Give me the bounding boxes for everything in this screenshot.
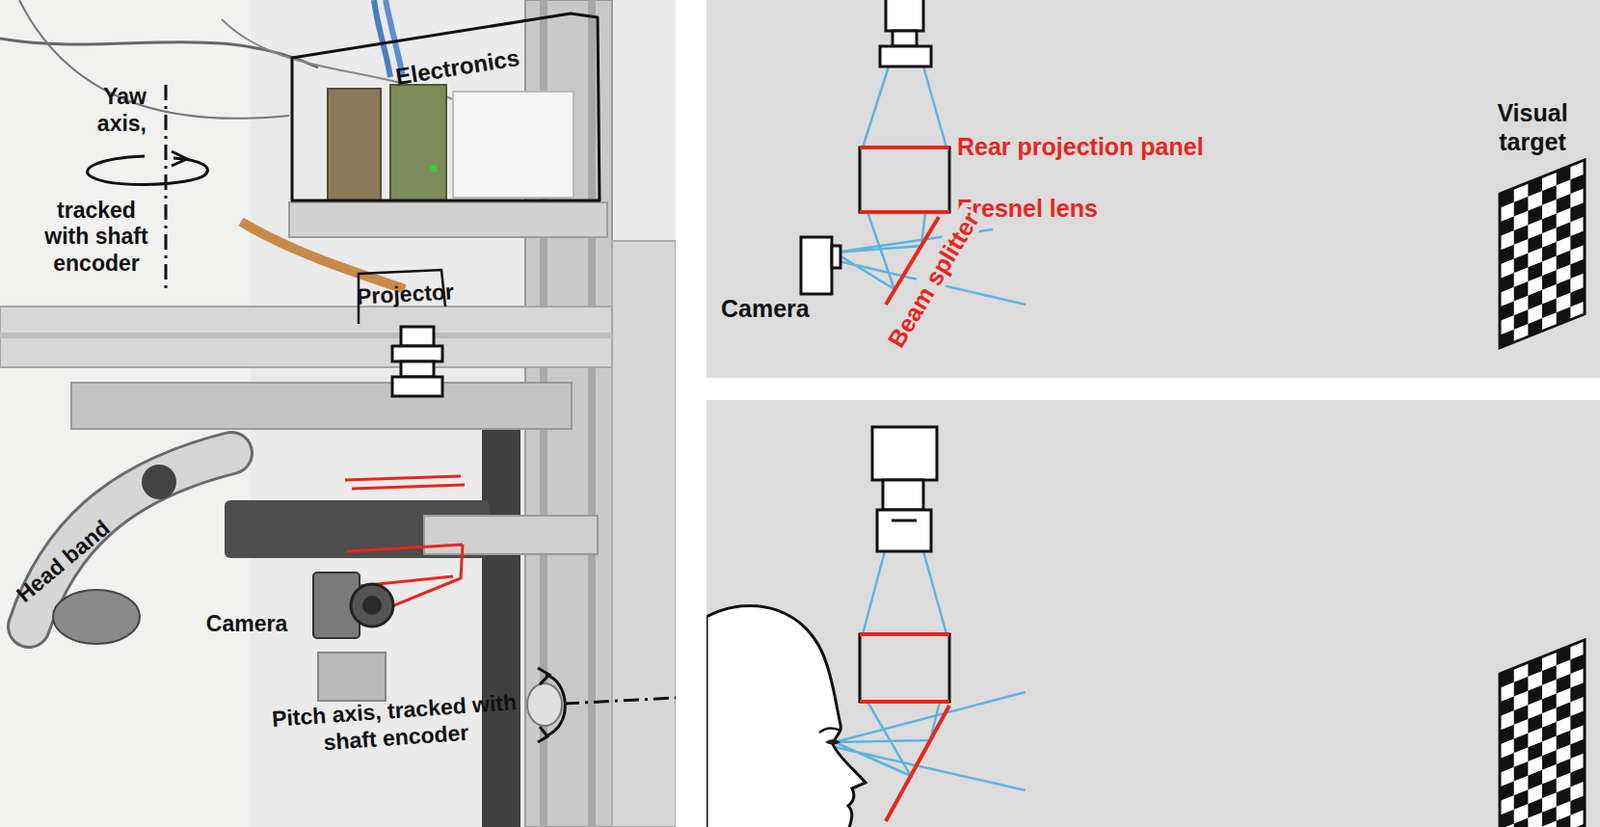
camera-lens [350,584,394,627]
part-label: tracked with shaft encoder [36,197,158,278]
optics-housing [859,634,950,702]
wire [19,0,290,119]
part-label: Camera [206,611,288,639]
projector-icon [892,30,917,47]
projector-icon [400,361,434,377]
eyebrow [819,727,841,733]
part-label: Rear projection panel [957,132,1204,161]
part-label: Visual target [1478,98,1587,157]
knob [141,464,177,500]
pitch-axis [563,697,676,704]
part-label: Camera [720,293,810,323]
head-pad [53,589,140,644]
camera-lens [362,595,382,615]
rear-projection-panel [859,632,950,637]
fresnel-lens [859,699,950,704]
visual-target [1499,640,1585,827]
arrow-head [537,667,550,743]
projector-icon [392,346,443,362]
aluminum-shelf [289,202,608,238]
arrow-head [171,151,187,166]
panel-background [706,0,1600,378]
part-label: Head band [11,515,116,610]
circuit-board [327,88,381,203]
projector-icon [392,376,443,397]
circuit-board [390,84,447,203]
aluminum-extrusion [612,240,676,827]
light-ray [834,551,1026,791]
camera-icon [831,245,841,268]
box-outline [289,7,603,206]
projector-icon [880,46,932,67]
projector-icon [877,509,932,552]
part-label: Yaw axis, [69,83,147,137]
visual-target [1499,160,1585,348]
beam-slot [0,332,613,339]
dark-extrusion [481,414,521,827]
camera-mount [318,652,386,701]
rear-projection-panel [859,145,950,150]
photo-background [0,0,676,827]
camera-panel [706,0,1600,378]
part-label: Pitch axis, tracked with shaft encoder [263,689,527,761]
projector-icon [400,326,434,347]
box-outline [292,13,600,201]
aluminum-beam [71,382,572,429]
enclosure [453,91,574,198]
rotation-arrow [545,674,565,737]
aluminum-beam [0,306,613,368]
projector-icon [872,426,937,480]
shaft-encoder [527,683,562,726]
head-profile [706,605,866,827]
part-label: Beam splitter [880,204,987,355]
yaw-axis [164,84,168,290]
photo [0,0,676,827]
led [429,164,438,173]
eye [825,739,841,746]
visual-target [1499,640,1585,827]
visual-target [1499,160,1585,348]
fresnel-lens [859,210,950,214]
beam-splitter [885,705,950,822]
viewer-panel [706,400,1600,827]
optics-housing [859,147,950,213]
projector-icon [882,480,924,510]
box-title: Electronics [394,44,522,91]
part-label: Projector [355,279,454,312]
electronics-box: Electronics [289,7,603,206]
projector-icon [891,519,917,523]
projector-icon [885,0,924,31]
ribbon-cable [240,221,405,290]
aluminum-beam [424,515,598,555]
camera-icon [800,237,832,294]
rotation-arrow [87,156,209,185]
